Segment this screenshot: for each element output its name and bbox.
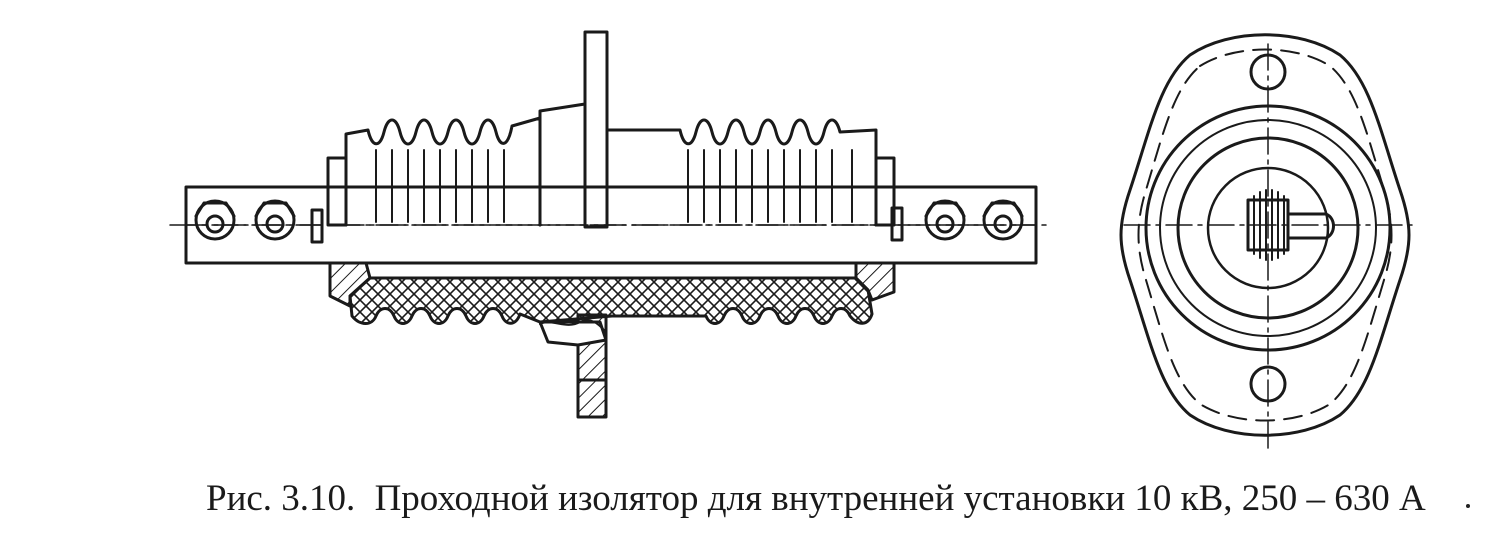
porcelain-body-upper [344, 116, 878, 227]
flange-outline [1119, 33, 1411, 437]
end-view [1119, 33, 1413, 451]
caption-label: Рис. 3.10. [206, 478, 356, 519]
bolt-group-left [194, 199, 296, 241]
figure-caption: Рис. 3.10. Проходной изолятор для внутре… [206, 474, 1456, 524]
caption-text: Проходной изолятор для внутренней устано… [374, 478, 1426, 519]
stray-dot [1466, 504, 1470, 508]
side-view [169, 30, 1049, 419]
porcelain-body-section [328, 261, 896, 347]
end-cap-left [310, 156, 348, 244]
bolt-group-right [924, 199, 1024, 241]
insulator-drawing [169, 30, 1413, 451]
end-cap-right [874, 156, 904, 242]
